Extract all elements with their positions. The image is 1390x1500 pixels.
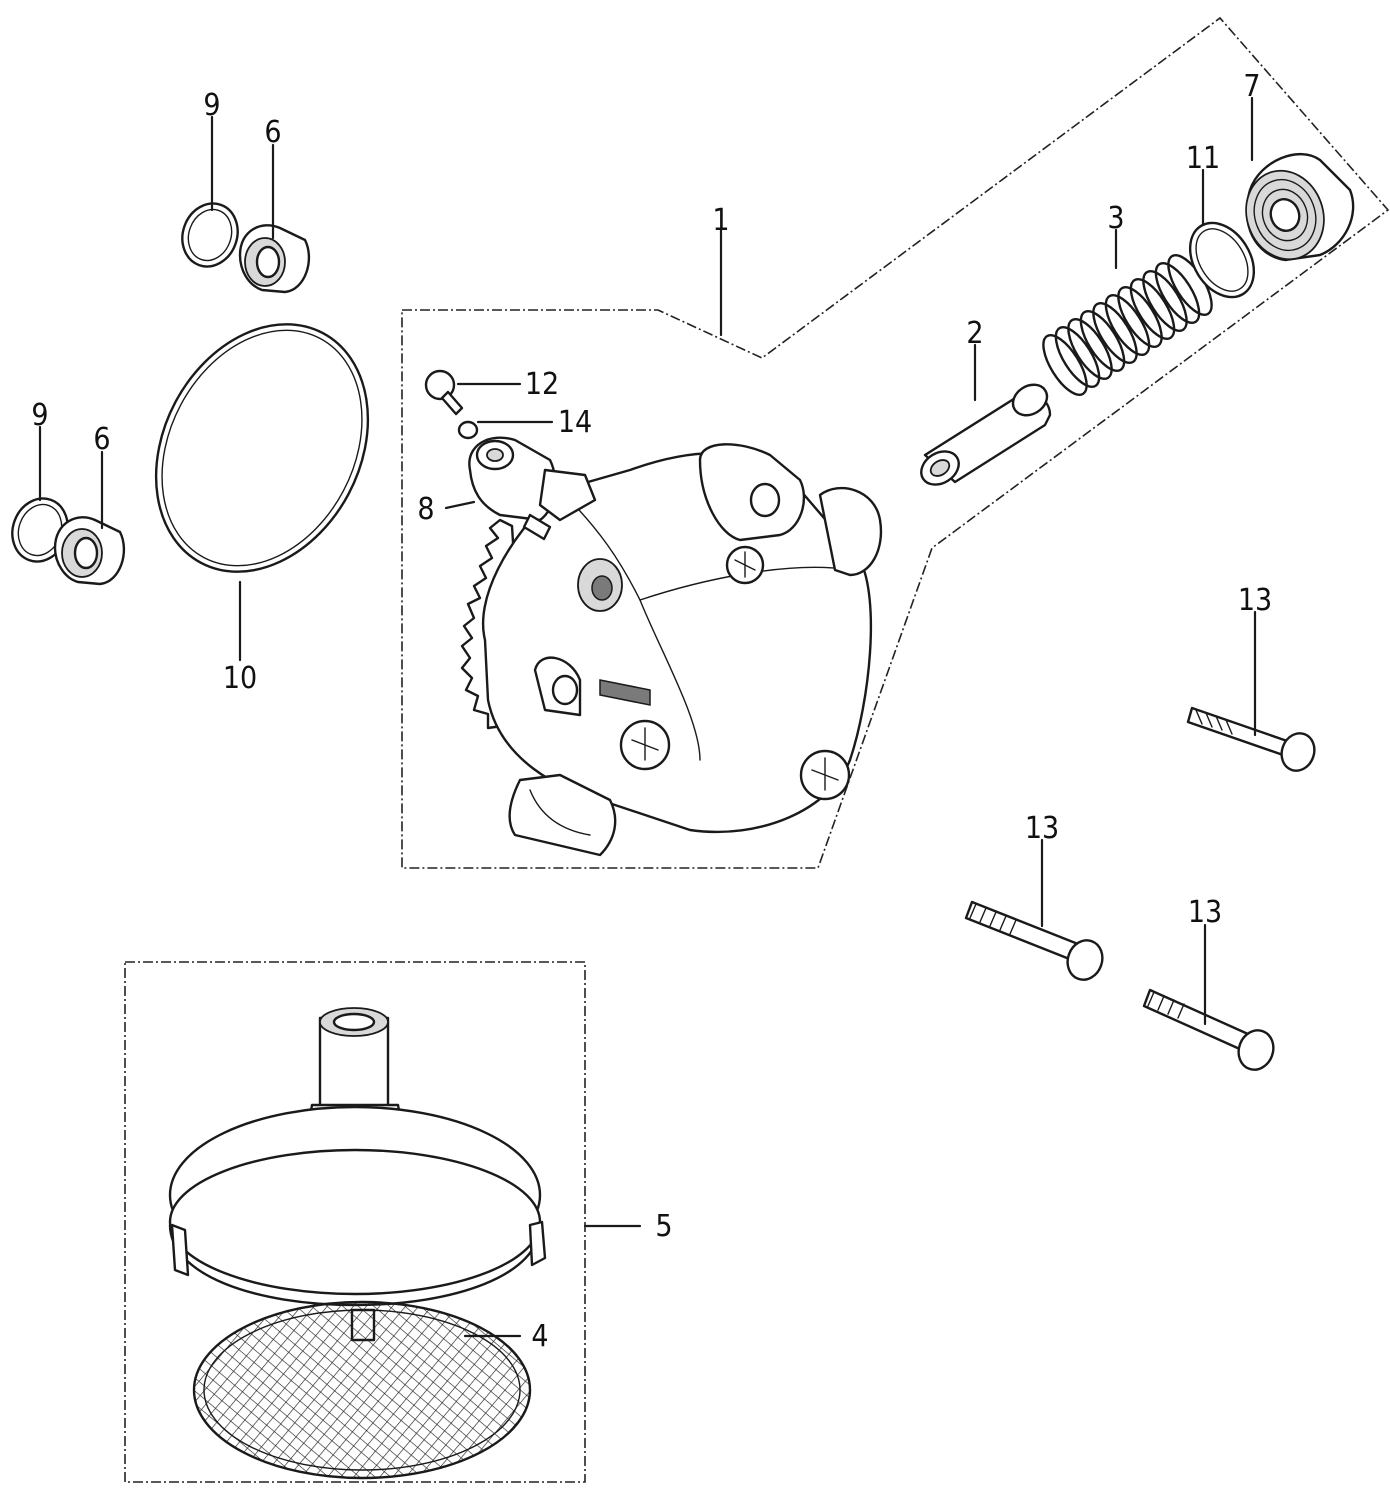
- assembly-boundary-main: [401, 16, 1390, 869]
- callout-labels: 1 2 3 4 5 6 6 7 8 9 9 10 11 12 13 13 13 …: [31, 69, 1272, 1354]
- relief-valve-piston-part-2: [920, 383, 1052, 486]
- callout-14: 14: [558, 405, 592, 440]
- collar-part-6-upper: [238, 224, 311, 294]
- screw-part-13-b: [964, 900, 1104, 981]
- valve-cap-part-8: [468, 436, 597, 541]
- spring-coil: [1154, 262, 1201, 324]
- assembly-boundary-strainer: [124, 961, 586, 1483]
- bolt-part-12: [424, 369, 464, 416]
- spring-coil: [1104, 294, 1151, 356]
- callout-3: 3: [1107, 201, 1124, 236]
- screw-part-13-a: [1186, 706, 1316, 772]
- relief-valve-spring-part-3: [1042, 254, 1213, 396]
- spring-coil: [1067, 318, 1113, 380]
- callout-1: 1: [712, 203, 729, 238]
- callout-11: 11: [1186, 141, 1220, 176]
- callout-8: 8: [417, 492, 434, 527]
- callout-2: 2: [966, 316, 983, 351]
- callout-5: 5: [655, 1209, 672, 1244]
- screw-part-13-c: [1142, 988, 1275, 1071]
- gasket-ring-part-10: [154, 323, 370, 573]
- spring-coil: [1092, 302, 1138, 364]
- o-ring-part-9-upper: [181, 202, 239, 268]
- leader-lines: [38, 96, 1257, 1338]
- callout-6-upper: 6: [264, 115, 281, 150]
- spring-coil: [1079, 310, 1126, 372]
- collar-part-6-lower: [53, 516, 126, 586]
- callout-13-b: 13: [1025, 811, 1059, 846]
- oil-strainer-part-5: [168, 1007, 547, 1342]
- callout-9-lower: 9: [31, 398, 48, 433]
- callout-4: 4: [531, 1319, 548, 1354]
- o-ring-part-11: [1188, 221, 1256, 299]
- callout-13-c: 13: [1188, 895, 1222, 930]
- spring-coil: [1117, 286, 1163, 348]
- strainer-screen-part-4: [192, 1300, 532, 1480]
- callout-9-upper: 9: [203, 88, 220, 123]
- sealing-plug-part-7: [1245, 152, 1355, 262]
- spring-coil: [1142, 270, 1188, 332]
- callout-13-a: 13: [1238, 583, 1272, 618]
- spring-coil: [1042, 334, 1088, 396]
- washer-part-14: [457, 420, 479, 440]
- spring-coil: [1129, 278, 1176, 340]
- callout-12: 12: [525, 367, 559, 402]
- spring-coil: [1054, 326, 1101, 388]
- callout-10: 10: [223, 661, 257, 696]
- callout-7: 7: [1243, 69, 1260, 104]
- callout-6-lower: 6: [93, 422, 110, 457]
